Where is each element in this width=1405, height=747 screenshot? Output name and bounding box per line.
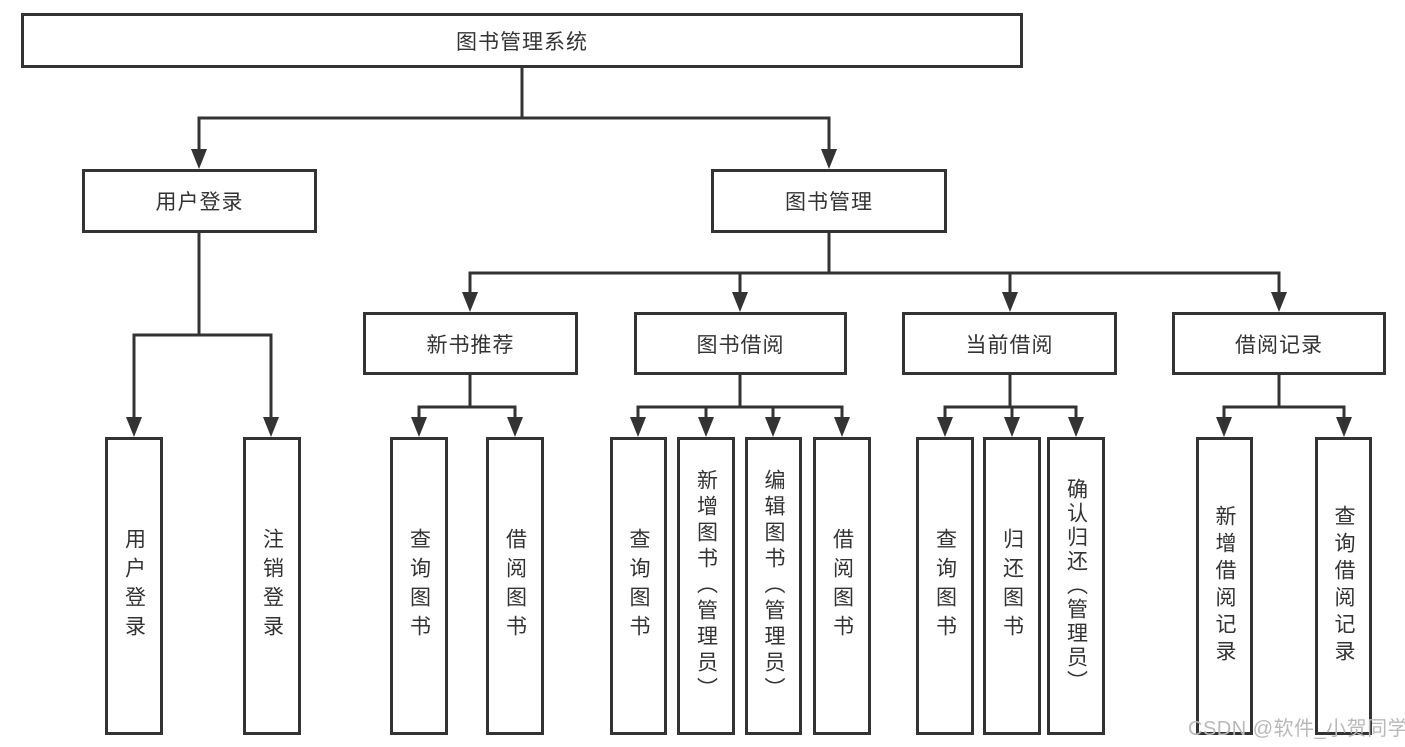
node-new-books-label: 新书推荐 — [426, 333, 515, 357]
leaf-current-query-label: 查询图书 — [933, 528, 957, 644]
node-book-management-label: 图书管理 — [785, 191, 873, 214]
connector — [132, 66, 1346, 426]
arrowhead-icon — [821, 149, 837, 169]
node-root-label: 图书管理系统 — [456, 30, 588, 54]
arrowhead-icon — [765, 417, 781, 437]
leaf-newbooks-query-label: 查询图书 — [407, 528, 431, 644]
leaf-borrow-add-admin-label: 新增图书（管理员） — [694, 469, 718, 703]
leaf-logout: 注销登录 — [243, 437, 301, 735]
leaf-current-query: 查询图书 — [916, 437, 974, 735]
node-borrow-records: 借阅记录 — [1172, 312, 1386, 375]
arrowhead-icon — [1216, 417, 1232, 437]
leaf-records-query: 查询借阅记录 — [1315, 437, 1372, 735]
arrowhead-icon — [1068, 417, 1084, 437]
leaf-user-login: 用户登录 — [105, 437, 163, 735]
leaf-records-add: 新增借阅记录 — [1196, 437, 1253, 735]
leaf-records-query-label: 查询借阅记录 — [1332, 505, 1355, 667]
arrowhead-icon — [462, 292, 478, 312]
csdn-watermark: CSDN @软件_小贺同学 — [1188, 718, 1405, 740]
leaf-borrow-add-admin: 新增图书（管理员） — [677, 437, 735, 735]
node-book-borrow-label: 图书借阅 — [696, 333, 785, 357]
leaf-user-login-label: 用户登录 — [122, 528, 146, 644]
arrowhead-icon — [411, 417, 427, 437]
arrowhead-icon — [263, 417, 279, 437]
node-borrow-records-label: 借阅记录 — [1235, 333, 1323, 357]
leaf-current-confirm-admin: 确认归还（管理员） — [1047, 437, 1105, 735]
arrowhead-icon — [126, 417, 142, 437]
arrowhead-icon — [1336, 417, 1352, 437]
node-current-borrow-label: 当前借阅 — [965, 333, 1054, 357]
arrowhead-icons — [126, 149, 1352, 437]
arrowhead-icon — [937, 417, 953, 437]
node-user-login: 用户登录 — [82, 169, 317, 233]
arrowhead-icon — [507, 417, 523, 437]
node-current-borrow: 当前借阅 — [902, 312, 1117, 375]
leaf-logout-label: 注销登录 — [260, 528, 284, 644]
arrowhead-icon — [698, 417, 714, 437]
arrowhead-icon — [1004, 417, 1020, 437]
leaf-current-return-label: 归还图书 — [1000, 528, 1024, 644]
leaf-borrow-query-label: 查询图书 — [627, 528, 650, 644]
leaf-borrow-query: 查询图书 — [610, 437, 667, 735]
leaf-newbooks-borrow: 借阅图书 — [486, 437, 544, 735]
leaf-borrow-edit-admin-label: 编辑图书（管理员） — [762, 469, 785, 703]
leaf-current-return: 归还图书 — [983, 437, 1041, 735]
node-root-library-system: 图书管理系统 — [21, 13, 1023, 68]
leaf-records-add-label: 新增借阅记录 — [1213, 505, 1236, 667]
arrowhead-icon — [191, 149, 207, 169]
leaf-borrow-book: 借阅图书 — [813, 437, 871, 735]
leaf-borrow-book-label: 借阅图书 — [830, 528, 854, 644]
leaf-newbooks-query: 查询图书 — [390, 437, 448, 735]
arrowhead-icon — [1271, 292, 1287, 312]
node-book-borrow: 图书借阅 — [634, 312, 847, 375]
arrowhead-icon — [1002, 292, 1018, 312]
leaf-current-confirm-admin-label: 确认归还（管理员） — [1064, 478, 1088, 694]
arrowhead-icon — [834, 417, 850, 437]
leaf-borrow-edit-admin: 编辑图书（管理员） — [745, 437, 802, 735]
arrowhead-icon — [732, 292, 748, 312]
node-new-books: 新书推荐 — [363, 312, 578, 375]
node-user-login-label: 用户登录 — [155, 191, 244, 214]
leaf-newbooks-borrow-label: 借阅图书 — [503, 528, 527, 644]
node-book-management: 图书管理 — [711, 169, 947, 233]
arrowhead-icon — [630, 417, 646, 437]
